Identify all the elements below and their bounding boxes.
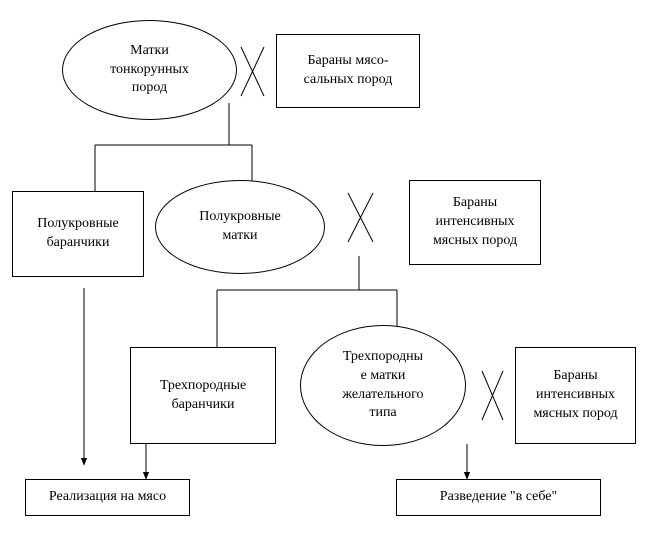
node-halfbred-ram-lambs: Полукровные баранчики [12, 191, 144, 277]
node-self-breeding: Разведение "в себе" [396, 479, 601, 516]
cross-symbol-2 [347, 192, 374, 243]
node-rams-intensive-2: Бараны интенсивных мясных пород [515, 347, 636, 444]
cross-symbol-1 [240, 46, 265, 97]
node-rams-meat-fat: Бараны мясо- сальных пород [276, 34, 420, 108]
node-rams-intensive-1: Бараны интенсивных мясных пород [409, 180, 541, 265]
node-ewes-finewool: Матки тонкорунных пород [62, 20, 237, 120]
node-halfbred-ewes: Полукровные матки [155, 180, 325, 274]
node-threebreed-ewes: Трехпородны е матки желательного типа [300, 325, 466, 446]
connector-second-cross [216, 256, 398, 348]
node-threebreed-ram-lambs: Трехпородные баранчики [130, 347, 276, 444]
cross-symbol-3 [481, 370, 504, 421]
node-meat-sale: Реализация на мясо [25, 479, 190, 516]
connector-first-cross [94, 103, 253, 192]
